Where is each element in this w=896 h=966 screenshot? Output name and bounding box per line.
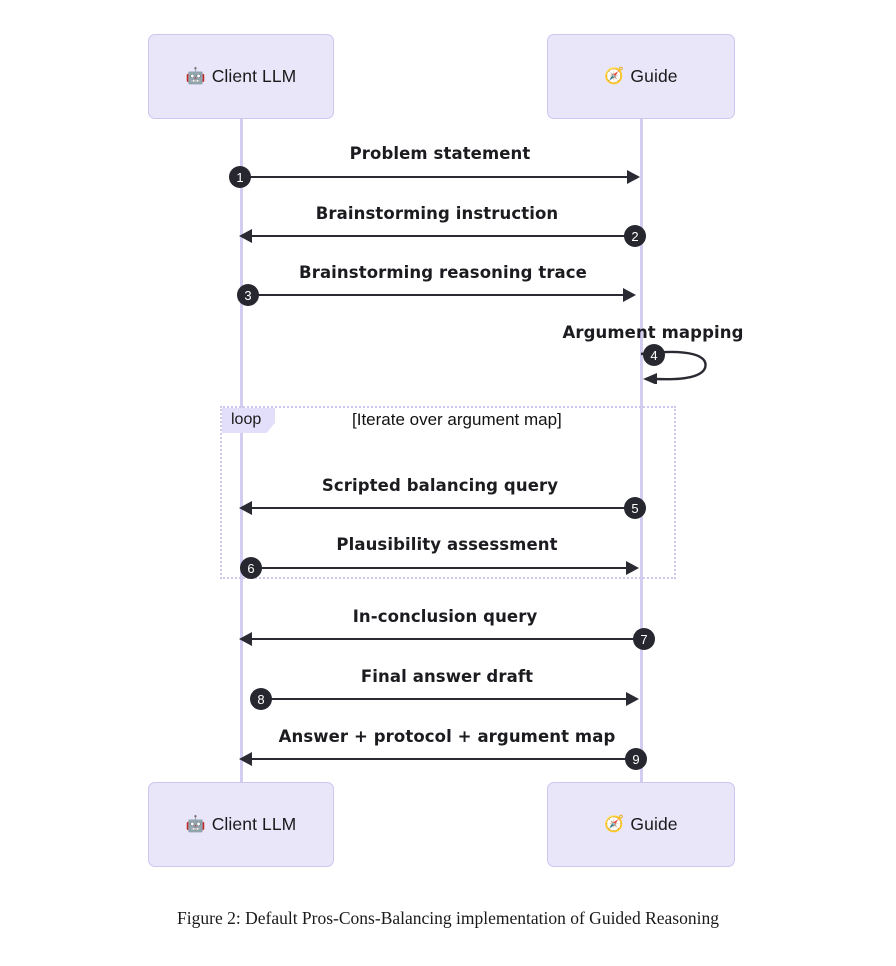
message-line-9 <box>252 758 638 760</box>
participant-label-guide-top: 🧭 Guide <box>604 66 677 87</box>
message-label-1: Problem statement <box>349 144 531 163</box>
compass-icon: 🧭 <box>604 815 625 833</box>
participant-name-client: Client LLM <box>211 814 297 834</box>
robot-icon: 🤖 <box>185 67 206 85</box>
message-line-8 <box>262 698 626 700</box>
sequence-badge-9: 9 <box>625 748 647 770</box>
arrowhead-left-9 <box>239 752 252 766</box>
participant-name-guide: Guide <box>630 66 678 86</box>
message-label-4: Argument mapping <box>562 323 744 342</box>
message-label-2: Brainstorming instruction <box>315 204 559 223</box>
message-label-5: Scripted balancing query <box>321 476 559 495</box>
loop-fragment-condition: [Iterate over argument map] <box>352 410 562 429</box>
participant-box-client-top: 🤖 Client LLM <box>148 34 334 119</box>
participant-box-guide-top: 🧭 Guide <box>547 34 735 119</box>
arrowhead-left-2 <box>239 229 252 243</box>
participant-name-guide: Guide <box>630 814 678 834</box>
sequence-badge-7: 7 <box>633 628 655 650</box>
lifeline-guide <box>639 119 643 782</box>
arrowhead-right-6 <box>626 561 639 575</box>
participant-box-client-bottom: 🤖 Client LLM <box>148 782 334 867</box>
arrowhead-right-8 <box>626 692 639 706</box>
sequence-badge-2: 2 <box>624 225 646 247</box>
participant-box-guide-bottom: 🧭 Guide <box>547 782 735 867</box>
sequence-badge-1: 1 <box>229 166 251 188</box>
robot-icon: 🤖 <box>185 815 206 833</box>
message-line-3 <box>249 294 623 296</box>
compass-icon: 🧭 <box>604 67 625 85</box>
message-line-2 <box>252 235 638 237</box>
arrowhead-right-1 <box>627 170 640 184</box>
message-line-6 <box>252 567 626 569</box>
figure-caption: Figure 2: Default Pros-Cons-Balancing im… <box>177 908 719 928</box>
sequence-badge-6: 6 <box>240 557 262 579</box>
self-message-arrow-4 <box>640 350 707 384</box>
arrowhead-left-7 <box>239 632 252 646</box>
lifeline-client <box>239 119 243 782</box>
loop-fragment-tag: loop <box>222 408 276 433</box>
sequence-badge-4: 4 <box>643 344 665 366</box>
sequence-badge-8: 8 <box>250 688 272 710</box>
participant-label-client-top: 🤖 Client LLM <box>186 66 297 87</box>
sequence-diagram: 🤖 Client LLM 🧭 Guide loop [Iterate over … <box>148 34 744 867</box>
message-label-6: Plausibility assessment <box>336 535 558 554</box>
arrowhead-right-3 <box>623 288 636 302</box>
message-label-8: Final answer draft <box>360 667 534 686</box>
message-line-5 <box>252 507 626 509</box>
sequence-badge-5: 5 <box>624 497 646 519</box>
participant-label-guide-bottom: 🧭 Guide <box>604 814 677 835</box>
loop-fragment <box>220 406 676 579</box>
participant-name-client: Client LLM <box>211 66 297 86</box>
message-label-3: Brainstorming reasoning trace <box>299 263 587 282</box>
message-line-7 <box>252 638 638 640</box>
message-label-9: Answer + protocol + argument map <box>278 727 616 746</box>
message-line-1 <box>241 176 627 178</box>
participant-label-client-bottom: 🤖 Client LLM <box>186 814 297 835</box>
sequence-badge-3: 3 <box>237 284 259 306</box>
message-label-7: In-conclusion query <box>352 607 538 626</box>
arrowhead-left-5 <box>239 501 252 515</box>
